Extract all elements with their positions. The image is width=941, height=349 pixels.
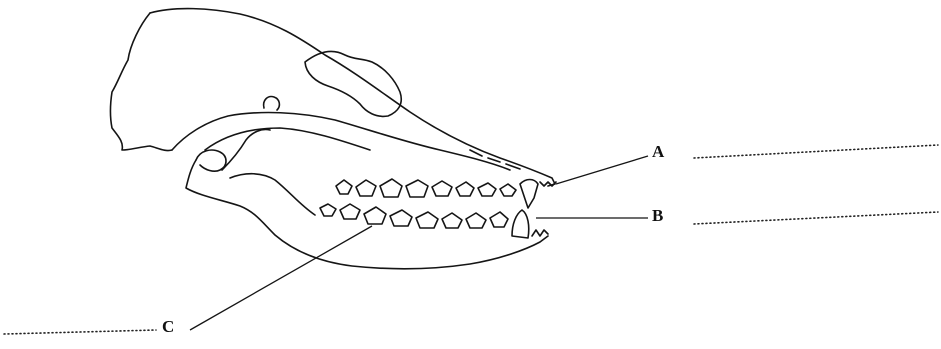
upper-teeth — [336, 179, 556, 208]
jaw-condyle — [196, 150, 226, 171]
label-c: C — [162, 317, 174, 337]
occipital-outline — [111, 13, 173, 151]
eye-orbit — [305, 51, 401, 116]
postorbital-process — [264, 97, 280, 110]
label-a: A — [652, 142, 664, 162]
mandible-inner — [230, 174, 315, 215]
answer-line-c — [4, 330, 156, 334]
dog-skull-drawing — [111, 9, 557, 269]
answer-line-b — [694, 212, 938, 224]
lower-canine — [512, 210, 529, 238]
coronoid-process — [222, 129, 270, 170]
label-b: B — [652, 206, 663, 226]
zygomatic-arch-lower — [205, 128, 370, 150]
leader-line-a — [556, 156, 648, 184]
answer-line-a — [694, 145, 938, 158]
upper-canine — [520, 180, 538, 209]
lower-teeth — [320, 204, 548, 238]
leader-line-c — [190, 226, 372, 330]
